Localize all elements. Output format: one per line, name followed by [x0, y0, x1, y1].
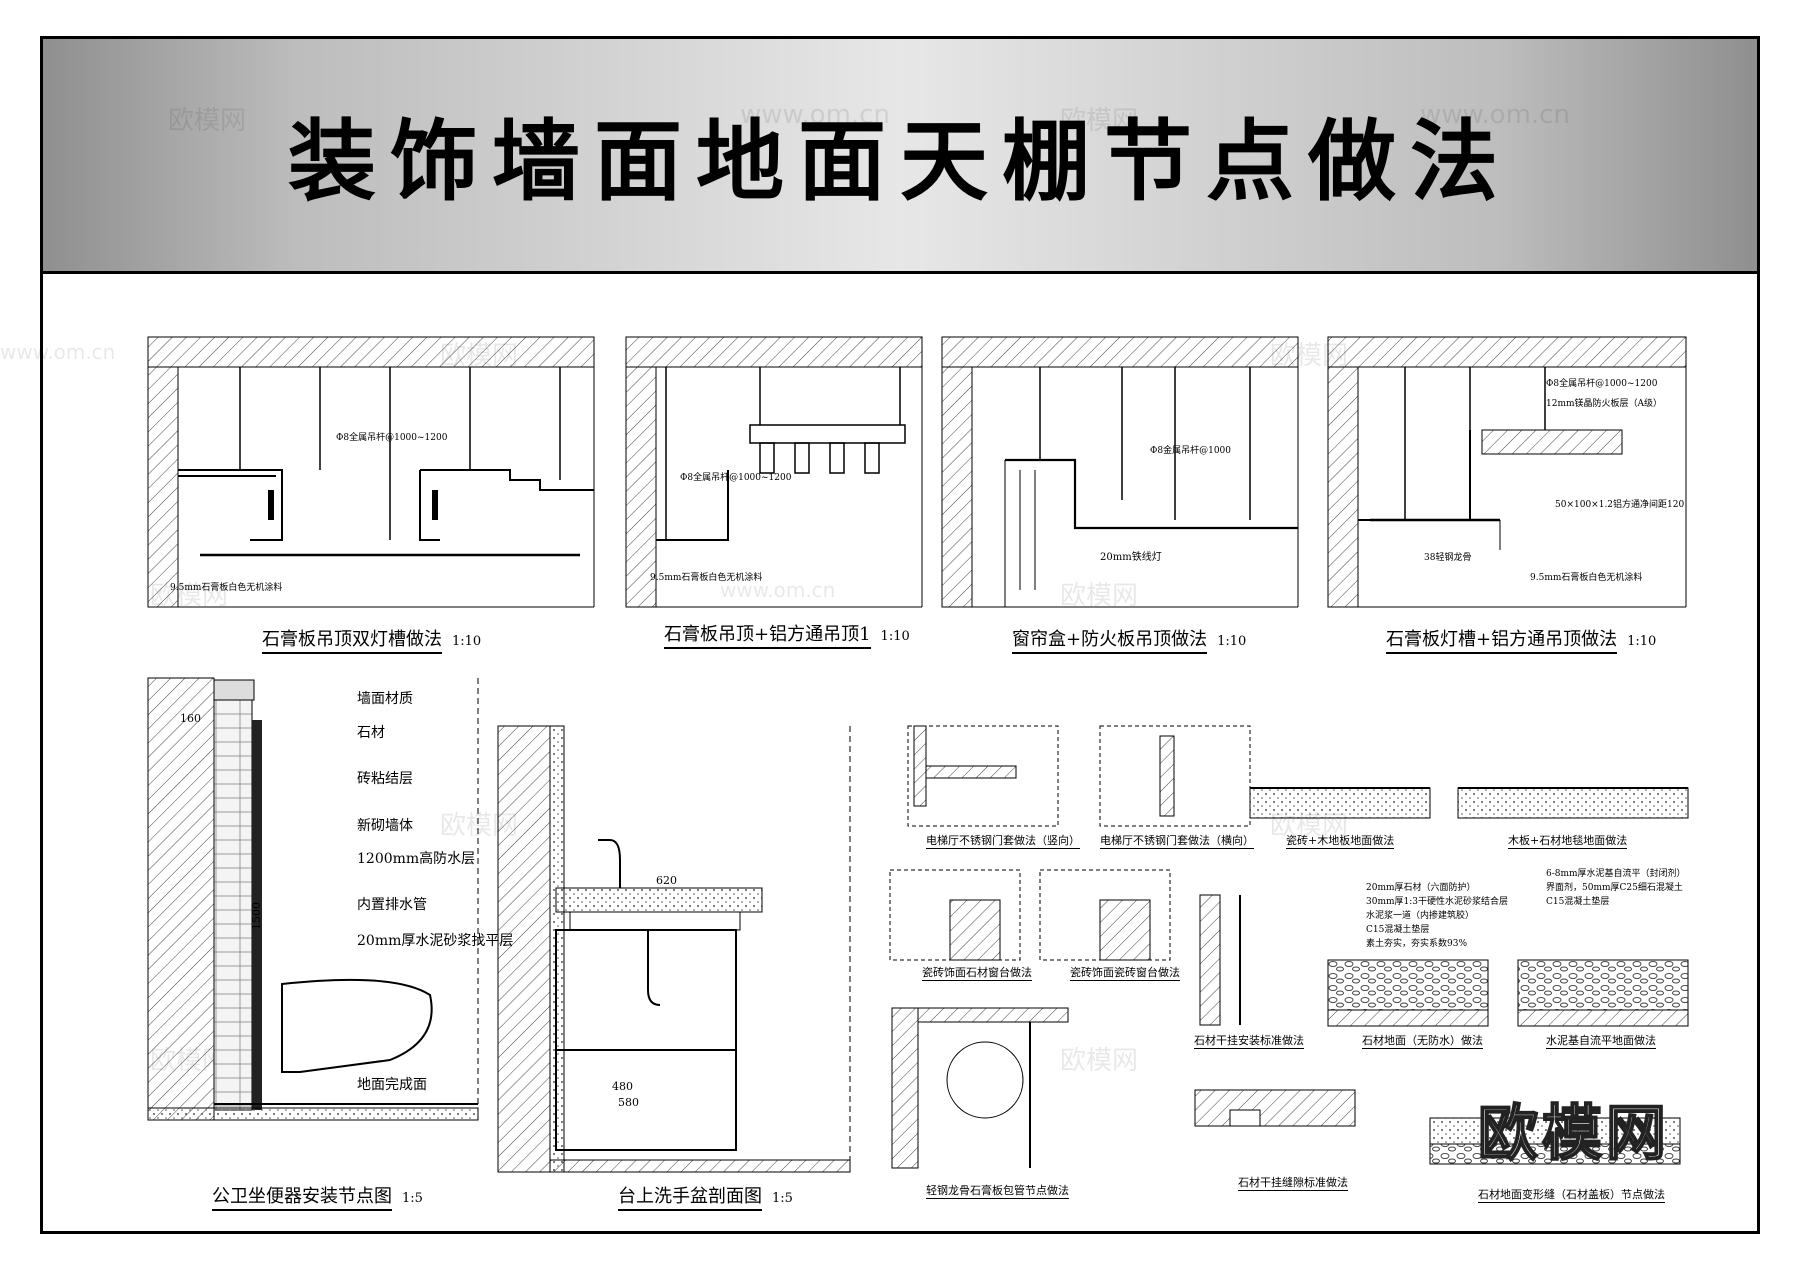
page-title: 装饰墙面地面天棚节点做法 — [287, 110, 1512, 213]
note-selflevel: 界面剂，50mm厚C25细石混凝土 — [1546, 883, 1683, 893]
svg-text:580: 580 — [618, 1096, 639, 1109]
detail-small-row1 — [907, 725, 1689, 827]
svg-text:620: 620 — [656, 874, 677, 887]
watermark-site: www.om.cn — [720, 578, 836, 602]
detail-curtain-box-fireboard — [941, 336, 1299, 608]
caption-small: 轻钢龙骨石膏板包管节点做法 — [926, 1184, 1069, 1199]
caption-small: 水泥基自流平地面做法 — [1546, 1034, 1656, 1049]
watermark-site: www.om.cn — [740, 100, 890, 130]
note-rod: Φ8全属吊杆@1000~1200 — [336, 433, 448, 443]
caption-small: 石材地面变形缝（石材盖板）节点做法 — [1478, 1188, 1665, 1203]
caption-small: 石材干挂缝隙标准做法 — [1238, 1176, 1348, 1191]
caption-small: 电梯厅不锈钢门套做法（横向） — [1100, 834, 1254, 849]
detail-double-light-trough — [147, 336, 595, 608]
note-board: 9.5mm石膏板白色无机涂料 — [170, 583, 283, 593]
watermark-site: www.om.cn — [1420, 100, 1570, 130]
watermark-site: www.om.cn — [0, 340, 116, 364]
note-board: 9.5mm石膏板白色无机涂料 — [650, 573, 763, 583]
detail-small-row2 — [889, 869, 1689, 1027]
title-banner: 装饰墙面地面天棚节点做法 — [43, 39, 1757, 274]
watermark-brand: 欧模网 — [1060, 106, 1139, 136]
note-board: 9.5mm石膏板白色无机涂料 — [1530, 573, 1643, 583]
note-floor: C15混凝土垫层 — [1366, 925, 1430, 935]
note-alu: 50×100×1.2铝方通净间距120 — [1555, 500, 1685, 510]
note-floor: 水泥浆一道（内掺建筑胶） — [1366, 911, 1475, 921]
toilet-label: 1200mm高防水层 — [357, 851, 476, 867]
caption-small: 瓷砖饰面瓷砖窗台做法 — [1070, 966, 1180, 981]
caption-small: 瓷砖+木地板地面做法 — [1286, 834, 1395, 849]
detail-toilet — [147, 677, 479, 1121]
watermark-brand: 欧模网 — [168, 106, 247, 136]
caption-small: 木板+石材地毯地面做法 — [1508, 834, 1628, 849]
note-floor: 30mm厚1:3干硬性水泥砂浆结合层 — [1366, 897, 1509, 907]
watermark-brand: 欧模网 — [1060, 581, 1139, 611]
detail-gypsum-aluminum-1 — [625, 336, 923, 608]
svg-text:160: 160 — [180, 712, 201, 725]
watermark-brand: 欧模网 — [1060, 1046, 1139, 1076]
brand-watermark-logo: 欧模网 — [1477, 1098, 1670, 1170]
detail-basin — [497, 725, 851, 1173]
toilet-label: 墙面材质 — [357, 691, 413, 707]
svg-text:1500: 1500 — [250, 902, 263, 930]
toilet-label: 石材 — [357, 725, 385, 741]
detail-stone-joints — [1194, 1089, 1681, 1165]
svg-text:480: 480 — [612, 1080, 633, 1093]
toilet-label: 内置排水管 — [357, 897, 427, 913]
caption-small: 电梯厅不锈钢门套做法（竖向） — [926, 834, 1080, 849]
note-selflevel: 6-8mm厚水泥基自流平（封闭剂） — [1546, 869, 1686, 879]
toilet-label: 20mm厚水泥砂浆找平层 — [357, 933, 514, 949]
note-rod: Φ8金属吊杆@1000 — [1150, 446, 1232, 456]
note-selflevel: C15混凝土垫层 — [1546, 897, 1610, 907]
toilet-label: 地面完成面 — [357, 1077, 427, 1093]
note-curtain: 20mm铁线灯 — [1100, 552, 1162, 563]
toilet-label: 砖粘结层 — [357, 771, 413, 787]
detail-pipe-wrap — [891, 1007, 1069, 1169]
toilet-label: 新砌墙体 — [357, 818, 413, 834]
caption-small: 石材干挂安装标准做法 — [1194, 1034, 1304, 1049]
note-keel: 38轻钢龙骨 — [1424, 553, 1472, 563]
note-fire: 12mm镁晶防火板层（A级） — [1546, 399, 1663, 409]
detail-gypsum-trough-aluminum — [1327, 336, 1687, 608]
note-floor: 素土夯实，夯实系数93% — [1366, 939, 1468, 949]
note-floor: 20mm厚石材（六面防护） — [1366, 883, 1476, 893]
note-rod: Φ8全属吊杆@1000~1200 — [680, 473, 792, 483]
caption-small: 瓷砖饰面石材窗台做法 — [922, 966, 1032, 981]
caption-small: 石材地面（无防水）做法 — [1362, 1034, 1483, 1049]
note-rod: Φ8全属吊杆@1000~1200 — [1546, 379, 1658, 389]
